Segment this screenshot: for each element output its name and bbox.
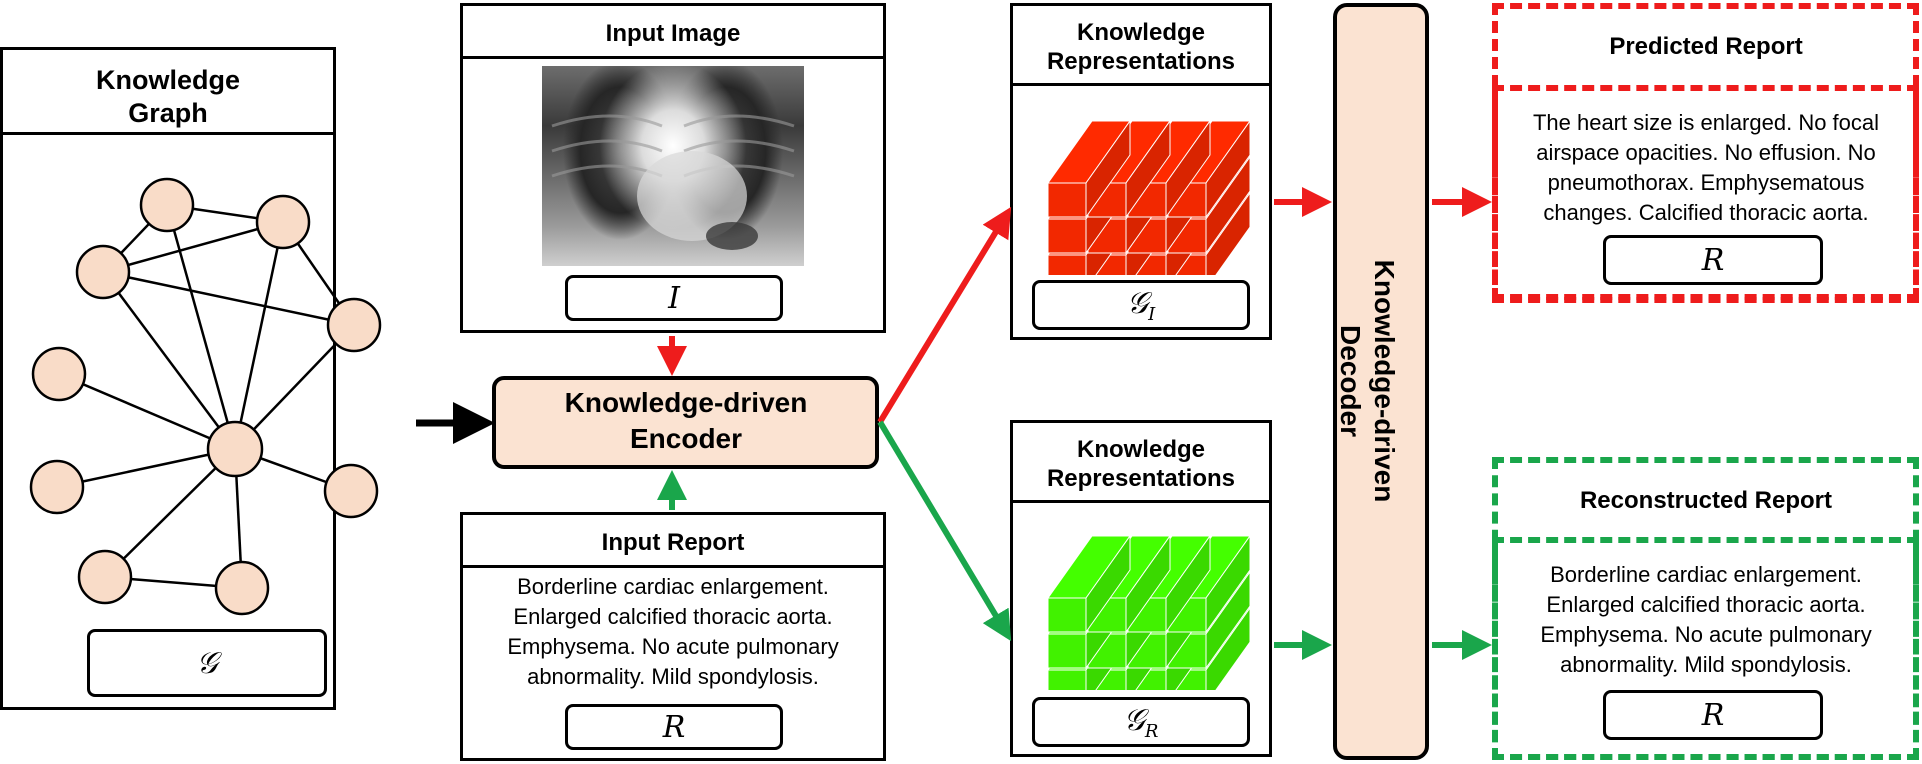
chest-xray-image <box>542 66 804 266</box>
knowledge-rep-report-subscript: R <box>1144 720 1159 742</box>
encoder-to-green-rep-arrow <box>877 420 1012 642</box>
knowledge-rep-report-title-area <box>1013 423 1269 503</box>
predicted-report-line: The heart size is enlarged. No focal <box>1532 110 1880 135</box>
knowledge-rep-report-symbol: 𝒢R <box>1123 702 1159 742</box>
knowledge-rep-image-symbol: 𝒢I <box>1126 285 1156 325</box>
knowledge-graph-title: Knowledge Graph <box>95 65 240 128</box>
encoder-to-red-rep-arrow <box>877 206 1012 424</box>
cube-block-face <box>1205 191 1251 275</box>
cube-block-face <box>1047 254 1087 275</box>
cube-block-face <box>1047 218 1087 254</box>
reconstructed-report-line: abnormality. Mild spondylosis. <box>1560 652 1852 677</box>
input-report-symbol-box: R <box>565 704 783 750</box>
knowledge-graph-symbol-box: 𝒢 <box>87 629 327 697</box>
knowledge-driven-decoder <box>1333 3 1429 760</box>
input-image-title-area <box>463 6 883 59</box>
reconstructed-report-line: Borderline cardiac enlargement. <box>1550 562 1862 587</box>
input-image-title: Input Image <box>605 20 741 47</box>
cube-block-face <box>1205 606 1251 690</box>
predicted-report-text: The heart size is enlarged. No focal air… <box>1498 108 1914 228</box>
predicted-report-title: Predicted Report <box>1609 33 1803 60</box>
encoder-label: Knowledge-driven Encoder <box>564 387 808 454</box>
input-report-title: Input Report <box>601 529 745 556</box>
graph-node <box>206 420 264 478</box>
reconstructed-report-line: Emphysema. No acute pulmonary <box>1540 622 1872 647</box>
reconstructed-report-line: Enlarged calcified thoracic aorta. <box>1546 592 1866 617</box>
input-report-title-area <box>463 515 883 568</box>
knowledge-graph-symbol: 𝒢 <box>196 645 218 681</box>
knowledge-rep-report-title: Knowledge Representations <box>1046 436 1236 492</box>
input-image-symbol: I <box>668 280 680 316</box>
input-report-text: Borderline cardiac enlargement. Enlarged… <box>463 572 883 692</box>
cube-block-face <box>1047 597 1087 633</box>
xray-rib-outlines <box>551 114 795 250</box>
input-report-line: abnormality. Mild spondylosis. <box>527 664 819 689</box>
graph-node <box>77 549 133 605</box>
knowledge-rep-image-symbol-box: 𝒢I <box>1032 280 1250 330</box>
knowledge-rep-image-title-area <box>1013 6 1269 86</box>
knowledge-rep-report-symbol-box: 𝒢R <box>1032 697 1250 747</box>
cube-block-face <box>1047 182 1087 218</box>
predicted-report-inner <box>1492 85 1919 300</box>
graph-node <box>29 459 85 515</box>
graph-node <box>255 194 311 250</box>
knowledge-cube-red <box>1047 119 1251 275</box>
knowledge-graph-title-area <box>3 50 333 135</box>
input-report-line: Emphysema. No acute pulmonary <box>507 634 839 659</box>
reconstructed-report-symbol: R <box>1701 697 1725 733</box>
predicted-report-line: airspace opacities. No effusion. No <box>1536 140 1876 165</box>
input-report-line: Enlarged calcified thoracic aorta. <box>513 604 833 629</box>
knowledge-rep-image-subscript: I <box>1148 303 1156 325</box>
input-report-line: Borderline cardiac enlargement. <box>517 574 829 599</box>
input-image-symbol-box: I <box>565 275 783 321</box>
predicted-report-symbol-box: R <box>1603 235 1823 285</box>
knowledge-rep-image-title: Knowledge Representations <box>1046 19 1236 75</box>
knowledge-driven-encoder <box>492 376 879 469</box>
knowledge-cube-green <box>1047 534 1251 690</box>
cube-block-face <box>1047 669 1087 690</box>
graph-node <box>75 244 131 300</box>
reconstructed-report-text: Borderline cardiac enlargement. Enlarged… <box>1498 560 1914 680</box>
cube-block-face <box>1047 633 1087 669</box>
graph-node <box>31 346 87 402</box>
reconstructed-report-title: Reconstructed Report <box>1579 487 1833 514</box>
graph-node <box>139 177 195 233</box>
predicted-report-line: pneumothorax. Emphysematous <box>1547 170 1865 195</box>
graph-node <box>323 463 379 519</box>
graph-node <box>326 297 382 353</box>
predicted-report-line: changes. Calcified thoracic aorta. <box>1543 200 1869 225</box>
predicted-report-symbol: R <box>1701 242 1725 278</box>
reconstructed-report-symbol-box: R <box>1603 690 1823 740</box>
graph-node <box>214 560 270 616</box>
input-report-symbol: R <box>662 709 686 745</box>
reconstructed-report-inner <box>1492 537 1919 760</box>
